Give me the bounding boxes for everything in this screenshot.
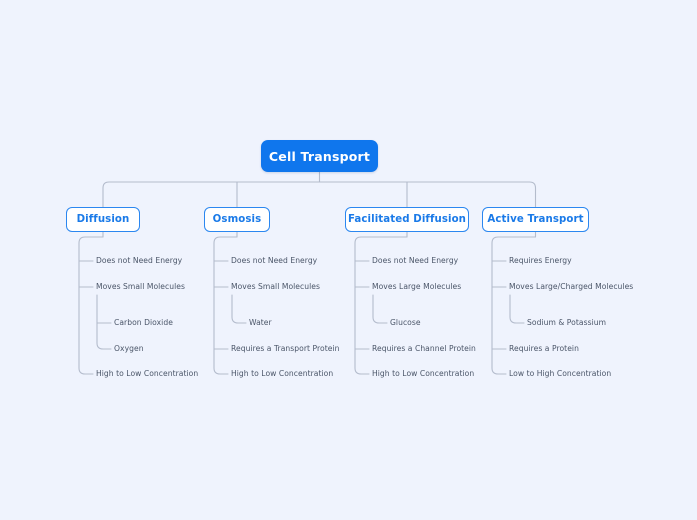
leaf-osmosis-1: Moves Small Molecules	[231, 282, 320, 291]
branch-connector-active-transport	[318, 181, 537, 208]
leaf-active-transport-2: Requires a Protein	[509, 344, 579, 353]
branch-node-diffusion-label: Diffusion	[76, 214, 130, 225]
sub-leaf-active-transport-0: Sodium & Potassium	[527, 318, 607, 327]
leaf-osmosis-2: Requires a Transport Protein	[231, 344, 340, 353]
leaf-diffusion-1: Moves Small Molecules	[96, 282, 185, 291]
leaf-osmosis-0: Does not Need Energy	[231, 256, 318, 265]
sub-spine-facilitated-diffusion	[372, 294, 388, 324]
branch-node-osmosis[interactable]: Osmosis	[204, 207, 270, 232]
sub-leaf-osmosis-0: Water	[249, 318, 272, 327]
root-node[interactable]: Cell Transport	[261, 140, 378, 172]
leaf-active-transport-1: Moves Large/Charged Molecules	[509, 282, 634, 291]
sub-leaf-facilitated-diffusion-0: Glucose	[390, 318, 421, 327]
leaf-active-transport-0: Requires Energy	[509, 256, 572, 265]
leaf-facilitated-diffusion-3: High to Low Concentration	[372, 369, 475, 378]
leaf-active-transport-3: Low to High Concentration	[509, 369, 612, 378]
leaf-diffusion-0: Does not Need Energy	[96, 256, 183, 265]
branch-node-osmosis-label: Osmosis	[212, 214, 262, 225]
sub-spine-osmosis	[231, 294, 247, 324]
branch-node-active-transport-label: Active Transport	[487, 214, 584, 225]
branch-node-diffusion[interactable]: Diffusion	[66, 207, 140, 232]
sub-leaf-diffusion-1: Oxygen	[114, 344, 144, 353]
branch-node-facilitated-diffusion[interactable]: Facilitated Diffusion	[345, 207, 469, 232]
branch-node-active-transport[interactable]: Active Transport	[482, 207, 589, 232]
sub-spine-active-transport	[509, 294, 525, 324]
leaf-facilitated-diffusion-1: Moves Large Molecules	[372, 282, 462, 291]
leaf-diffusion-2: High to Low Concentration	[96, 369, 199, 378]
sub-spine-diffusion	[96, 294, 112, 350]
branch-connector-diffusion	[102, 181, 321, 208]
sub-leaf-diffusion-0: Carbon Dioxide	[114, 318, 173, 327]
leaf-facilitated-diffusion-0: Does not Need Energy	[372, 256, 459, 265]
leaf-facilitated-diffusion-2: Requires a Channel Protein	[372, 344, 476, 353]
leaf-osmosis-3: High to Low Concentration	[231, 369, 334, 378]
root-node-label: Cell Transport	[268, 148, 371, 164]
branch-node-facilitated-diffusion-label: Facilitated Diffusion	[347, 214, 467, 225]
